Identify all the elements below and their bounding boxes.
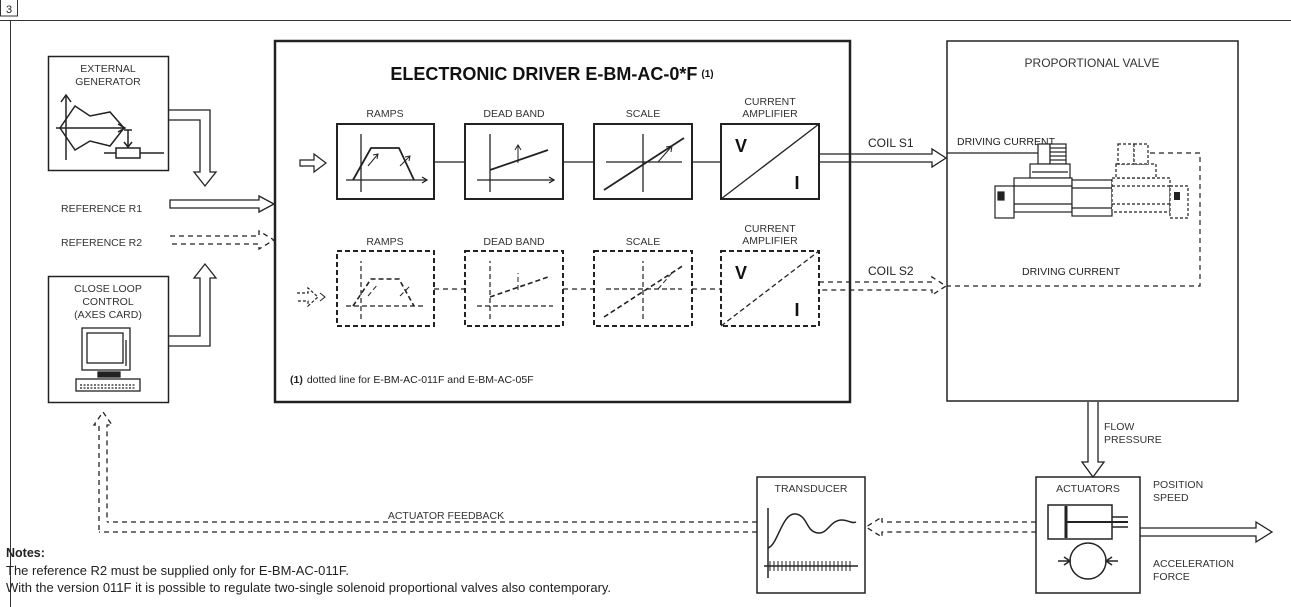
- generator-output-arrow: [168, 109, 218, 188]
- proportional-valve-box: PROPORTIONAL VALVE DRIVING CURRENT DRIVI…: [946, 40, 1239, 402]
- deadband-block-lower: [464, 250, 564, 327]
- driver-input-chevron: [319, 292, 326, 302]
- deadband-label-upper: DEAD BAND: [483, 108, 545, 120]
- actuator-to-transducer-arrow: [864, 515, 1036, 539]
- coil-s2-arrow: [819, 275, 948, 297]
- acceleration-label: ACCELERATION: [1153, 558, 1234, 570]
- deadband-block-upper: [464, 123, 564, 200]
- pressure-label: PRESSURE: [1104, 434, 1162, 446]
- reference-r1-arrow: [169, 194, 276, 214]
- coil-s2-label: COIL S2: [868, 264, 914, 278]
- external-generator-label-2: GENERATOR: [75, 76, 141, 88]
- reference-r1-label: REFERENCE R1: [61, 203, 142, 215]
- deadband-label-lower: DEAD BAND: [483, 236, 545, 248]
- feedback-return-arrow: [92, 410, 114, 530]
- driving-current-label-2: DRIVING CURRENT: [1022, 266, 1121, 278]
- close-loop-label-3: (AXES CARD): [74, 309, 142, 321]
- amplifier-label-upper-2: AMPLIFIER: [742, 108, 798, 120]
- potentiometer-icon: [104, 129, 164, 159]
- actuator-output-arrow: [1140, 520, 1274, 544]
- amplifier-label-lower-2: AMPLIFIER: [742, 235, 798, 247]
- close-loop-label-2: CONTROL: [82, 296, 133, 308]
- scale-label-upper: SCALE: [626, 108, 660, 120]
- transducer-title: TRANSDUCER: [775, 483, 848, 495]
- generator-waveform-icon: [56, 93, 127, 160]
- electronic-driver-box: ELECTRONIC DRIVER E-BM-AC-0*F(1) (1)dott…: [273, 39, 852, 404]
- amplifier-i-upper: I: [794, 173, 799, 193]
- flow-arrow: [1080, 402, 1106, 479]
- motor-icon: [1058, 542, 1118, 580]
- amplifier-block-lower: [720, 250, 820, 327]
- amplifier-v-upper: V: [735, 136, 747, 156]
- actuators-title: ACTUATORS: [1056, 483, 1120, 495]
- speed-label: SPEED: [1153, 492, 1189, 504]
- ramps-label-upper: RAMPS: [366, 108, 403, 120]
- coil-s1-label: COIL S1: [868, 136, 914, 150]
- figure-number: 3: [6, 4, 12, 16]
- notes-title: Notes:: [6, 546, 45, 560]
- driving-current-label-1: DRIVING CURRENT: [957, 136, 1056, 148]
- amplifier-label-lower-1: CURRENT: [744, 223, 796, 235]
- notes-line-1: The reference R2 must be supplied only f…: [6, 563, 349, 578]
- driver-input-arrow-lower: [297, 286, 319, 308]
- reference-r2-label: REFERENCE R2: [61, 237, 142, 249]
- ramps-block-upper: [336, 123, 435, 200]
- external-generator-label-1: EXTERNAL: [80, 63, 136, 75]
- feedback-label: ACTUATOR FEEDBACK: [388, 510, 504, 522]
- scale-block-upper: [593, 123, 693, 200]
- ramps-block-lower: [336, 250, 435, 327]
- transducer-signal-icon: [764, 508, 858, 578]
- coil-s1-arrow: [819, 147, 948, 169]
- close-loop-control-box: CLOSE LOOP CONTROL (AXES CARD): [47, 275, 170, 404]
- scale-label-lower: SCALE: [626, 236, 660, 248]
- external-generator-box: EXTERNAL GENERATOR: [47, 55, 170, 172]
- amplifier-i-lower: I: [794, 300, 799, 320]
- driver-title: ELECTRONIC DRIVER E-BM-AC-0*F(1): [390, 64, 713, 84]
- close-loop-output-arrow: [168, 262, 218, 347]
- scale-block-lower: [593, 250, 693, 327]
- ramps-label-lower: RAMPS: [366, 236, 403, 248]
- actuators-box: ACTUATORS: [1035, 476, 1141, 594]
- driver-footnote: (1)dotted line for E-BM-AC-011F and E-BM…: [290, 374, 534, 386]
- computer-icon: [75, 327, 141, 392]
- notes-line-2: With the version 011F it is possible to …: [6, 580, 612, 595]
- valve-title: PROPORTIONAL VALVE: [1025, 56, 1160, 70]
- notes-section: Notes: The reference R2 must be supplied…: [6, 545, 766, 596]
- transducer-box: TRANSDUCER: [756, 476, 866, 594]
- valve-drawing: [994, 143, 1189, 219]
- driver-input-arrow-upper: [299, 152, 327, 174]
- force-label: FORCE: [1153, 571, 1190, 583]
- cylinder-icon: [1047, 504, 1128, 540]
- flow-label: FLOW: [1104, 421, 1134, 433]
- reference-r2-arrow: [170, 229, 276, 251]
- amplifier-v-lower: V: [735, 263, 747, 283]
- position-label: POSITION: [1153, 479, 1203, 491]
- amplifier-label-upper-1: CURRENT: [744, 96, 796, 108]
- feedback-line: [99, 521, 757, 533]
- close-loop-label-1: CLOSE LOOP: [74, 283, 142, 295]
